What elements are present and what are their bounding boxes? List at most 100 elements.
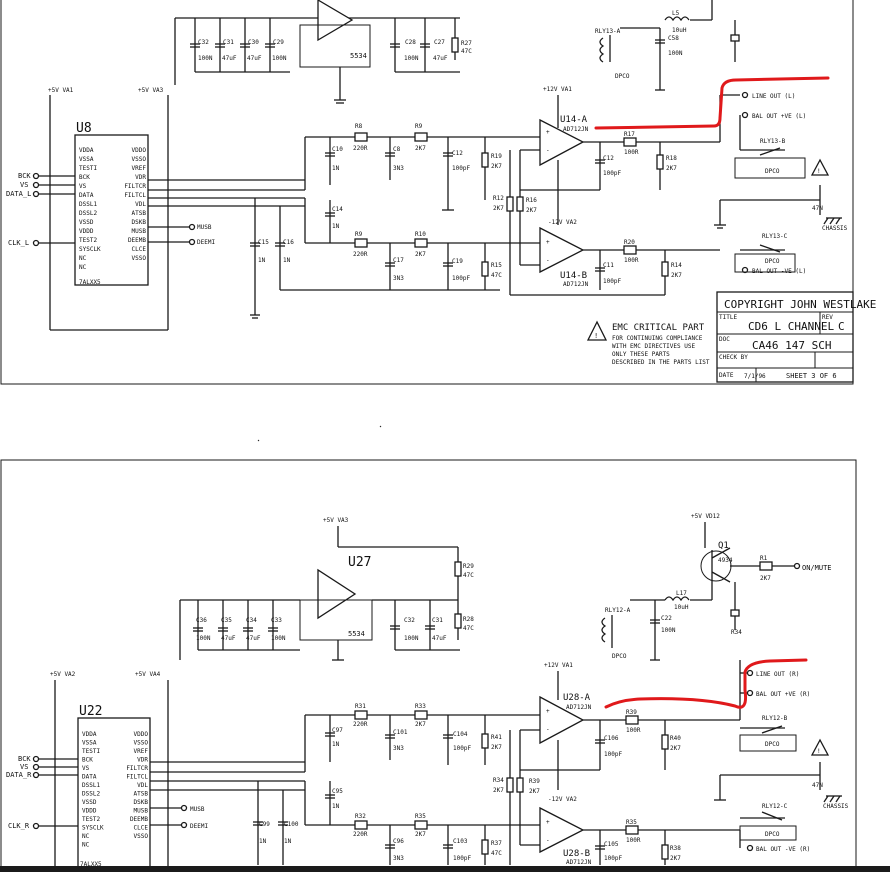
bottom-line-out-label[interactable]: LINE OUT (R) bbox=[756, 671, 799, 678]
rail-5v-va2: +5V VA2 bbox=[50, 671, 76, 678]
u8-left-pin-8: VSSD bbox=[79, 219, 94, 226]
top-relay-b: RLY13-B bbox=[760, 138, 786, 145]
u22-body bbox=[77, 717, 151, 869]
u22-left-pin-13: NC bbox=[82, 842, 90, 849]
u22-right-pin-5: FILTCL bbox=[126, 774, 148, 781]
svg-text:2K7: 2K7 bbox=[491, 744, 502, 751]
u22-right-pin-4: FILTCR bbox=[126, 765, 148, 772]
u8-right-pin-5: FILTCL bbox=[124, 192, 146, 199]
svg-text:C32: C32 bbox=[404, 617, 415, 624]
svg-text:R35: R35 bbox=[415, 813, 426, 820]
u22-left-pin-4: VS bbox=[82, 765, 90, 772]
bottom-input-data-r: DATA_R bbox=[6, 771, 78, 779]
top-input-bck: BCK bbox=[18, 172, 75, 180]
u22-right-pin-3: VDR bbox=[137, 757, 148, 764]
top-relay-c: RLY13-C bbox=[762, 233, 788, 240]
svg-text:2K7: 2K7 bbox=[526, 207, 537, 214]
bottom-bal-out-pos-label[interactable]: BAL OUT +VE (R) bbox=[756, 691, 810, 698]
svg-text:100pF: 100pF bbox=[453, 855, 471, 862]
svg-text:L5: L5 bbox=[672, 10, 680, 17]
u22-left-pin-12: NC bbox=[82, 833, 90, 840]
svg-text:R28: R28 bbox=[463, 616, 474, 623]
svg-text:R20: R20 bbox=[624, 239, 635, 246]
svg-text:1N: 1N bbox=[332, 165, 340, 172]
svg-text:47uF: 47uF bbox=[432, 635, 447, 642]
svg-text:C10: C10 bbox=[332, 146, 343, 153]
mute-output-label[interactable]: ON/MUTE bbox=[802, 564, 832, 572]
svg-text:FOR CONTINUING COMPLIANCE: FOR CONTINUING COMPLIANCE bbox=[612, 335, 703, 342]
u8-left-pin-4: VS bbox=[79, 183, 87, 190]
u8-left-pin-12: NC bbox=[79, 255, 87, 262]
svg-text:100N: 100N bbox=[272, 55, 287, 62]
svg-text:2K7: 2K7 bbox=[671, 272, 682, 279]
u8-right-pin-9: MUSB bbox=[132, 228, 147, 235]
svg-text:47N: 47N bbox=[812, 782, 823, 789]
svg-text:47C: 47C bbox=[463, 572, 474, 579]
svg-text:VS: VS bbox=[20, 181, 28, 189]
u22-musb-out: MUSB bbox=[190, 806, 205, 813]
u22-right-pin-6: VDL bbox=[137, 782, 148, 789]
top-ic-u8: U8 7ALXX5 +5V VA1 +5V VA3 VDDAVSSATESTIB… bbox=[6, 87, 215, 331]
u8-label: U8 bbox=[76, 121, 92, 136]
svg-text:C101: C101 bbox=[393, 729, 408, 736]
svg-text:R14: R14 bbox=[671, 262, 682, 269]
drawing-rev: C bbox=[838, 320, 845, 333]
u22-left-pin-7: DSSL2 bbox=[82, 791, 100, 798]
top-output-section: LINE OUT (L) BAL OUT +VE (L) BAL OUT -VE… bbox=[714, 91, 848, 275]
svg-text:5534: 5534 bbox=[348, 630, 365, 638]
svg-text:R27: R27 bbox=[461, 40, 472, 47]
svg-text:C97: C97 bbox=[332, 727, 343, 734]
top-title-block: COPYRIGHT JOHN WESTLAKE TITLE CD6 L CHAN… bbox=[716, 291, 876, 383]
svg-text:C96: C96 bbox=[393, 838, 404, 845]
svg-text:-: - bbox=[546, 257, 550, 264]
svg-text:C30: C30 bbox=[248, 39, 259, 46]
svg-text:47uF: 47uF bbox=[433, 55, 448, 62]
bottom-5534-opamp bbox=[317, 568, 357, 620]
rail-5v-vd12: +5V VD12 bbox=[691, 513, 720, 520]
u8-right-pin-12: VSSO bbox=[132, 255, 147, 262]
svg-text:C14: C14 bbox=[332, 206, 343, 213]
emc-warning-icon bbox=[586, 320, 608, 341]
u22-left-pin-3: BCK bbox=[82, 757, 93, 764]
svg-text:100N: 100N bbox=[198, 55, 213, 62]
top-5534-opamp bbox=[317, 0, 354, 42]
svg-text:10uH: 10uH bbox=[674, 604, 689, 611]
svg-text:1N: 1N bbox=[258, 257, 266, 264]
svg-text:220R: 220R bbox=[353, 145, 368, 152]
u8-left-pin-9: VDDD bbox=[79, 228, 94, 235]
svg-text:C32: C32 bbox=[198, 39, 209, 46]
top-input-data-l: DATA_L bbox=[6, 190, 75, 198]
svg-text:100N: 100N bbox=[404, 55, 419, 62]
svg-text:10uH: 10uH bbox=[672, 27, 687, 34]
svg-text:R18: R18 bbox=[666, 155, 677, 162]
bottom-bal-out-neg-label[interactable]: BAL OUT -VE (R) bbox=[756, 846, 810, 853]
top-line-out-label[interactable]: LINE OUT (L) bbox=[752, 93, 795, 100]
svg-text:R32: R32 bbox=[355, 813, 366, 820]
svg-text:R19: R19 bbox=[491, 153, 502, 160]
svg-text:47uF: 47uF bbox=[246, 635, 261, 642]
svg-text:R17: R17 bbox=[624, 131, 635, 138]
u22-right-pin-7: ATSB bbox=[134, 791, 149, 798]
drawing-sheet-number: SHEET 3 OF 6 bbox=[786, 372, 837, 380]
opamp-u14b-label: U14-B bbox=[560, 271, 587, 281]
svg-text:1N: 1N bbox=[332, 741, 340, 748]
u8-left-pin-13: NC bbox=[79, 264, 87, 271]
u27-label: U27 bbox=[348, 555, 371, 570]
rail-5v-va4: +5V VA4 bbox=[135, 671, 161, 678]
bottom-edge-bar bbox=[0, 866, 890, 872]
top-input-clk-l: CLK_L bbox=[8, 239, 75, 247]
opamp-u28b-label: U28-B bbox=[563, 849, 590, 859]
u8-right-pin-3: VDR bbox=[135, 174, 146, 181]
u8-right-pin-1: VSSO bbox=[132, 156, 147, 163]
svg-text:DPCO: DPCO bbox=[615, 73, 630, 80]
svg-text:47uF: 47uF bbox=[247, 55, 262, 62]
rail-12v-pos-top: +12V VA1 bbox=[543, 86, 572, 93]
svg-text:ONLY THESE PARTS: ONLY THESE PARTS bbox=[612, 351, 670, 358]
svg-text:2K7: 2K7 bbox=[493, 205, 504, 212]
svg-text:100pF: 100pF bbox=[452, 165, 470, 172]
top-bal-out-pos-label[interactable]: BAL OUT +VE (L) bbox=[752, 113, 806, 120]
